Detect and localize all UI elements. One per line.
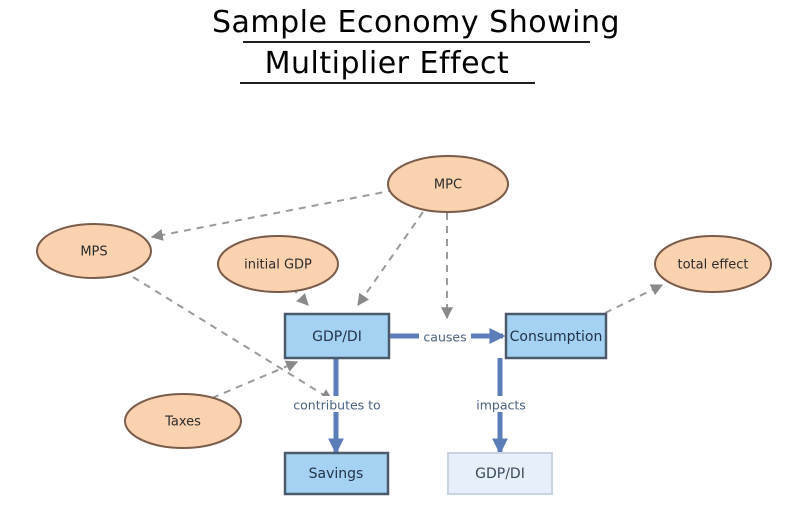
node-savings-shape[interactable] [283,451,390,496]
node-gdp-di-main-shape[interactable] [283,312,391,360]
node-mpc-label: MPC [434,178,462,193]
edge-mpc-to-mps [150,189,396,241]
node-total-effect[interactable]: total effect [654,235,772,293]
impacts-label-bg [473,396,529,412]
node-savings-label: Savings [309,466,364,482]
node-savings[interactable]: Savings [283,451,390,496]
node-taxes-shape[interactable] [124,393,242,449]
node-total-effect-shape[interactable] [654,235,772,293]
node-gdp-di-main[interactable]: GDP/DI [283,312,391,360]
node-gdp-di-result[interactable]: GDP/DI [447,452,553,495]
node-taxes-label: Taxes [164,415,201,430]
node-consumption[interactable]: Consumption [504,312,608,360]
edge-label-causes: causes [423,330,466,345]
dashed-edges-group [132,189,664,401]
edge-label-contributes-to: contributes to [293,398,380,413]
edge-labels-group: causes contributes to impacts [284,328,529,413]
title-line-2: Multiplier Effect [265,46,510,81]
node-consumption-shape[interactable] [504,312,608,360]
edge-mpc-to-gdpdi [357,211,424,306]
node-taxes[interactable]: Taxes [124,393,242,449]
page-title: Sample Economy Showing Multiplier Effect [212,5,620,84]
node-initial-gdp-label: initial GDP [244,258,312,273]
node-gdp-di-result-label: GDP/DI [475,466,525,482]
contributes-to-label-bg [284,396,390,412]
edge-label-impacts: impacts [476,398,526,413]
node-initial-gdp[interactable]: initial GDP [217,235,339,293]
title-line-1: Sample Economy Showing [212,5,620,40]
node-initial-gdp-shape[interactable] [217,235,339,293]
node-mps-shape[interactable] [36,223,152,279]
node-total-effect-label: total effect [677,258,748,273]
node-consumption-label: Consumption [510,329,603,345]
node-mpc[interactable]: MPC [387,155,509,213]
node-gdp-di-main-label: GDP/DI [312,329,362,345]
node-mps[interactable]: MPS [36,223,152,279]
node-gdp-di-result-shape[interactable] [447,452,553,495]
node-mpc-shape[interactable] [387,155,509,213]
edge-consumption-to-totaleffect [604,284,664,314]
causes-label-bg [419,328,471,344]
node-mps-label: MPS [80,245,107,260]
edge-taxes-to-gdpdi [211,360,299,399]
